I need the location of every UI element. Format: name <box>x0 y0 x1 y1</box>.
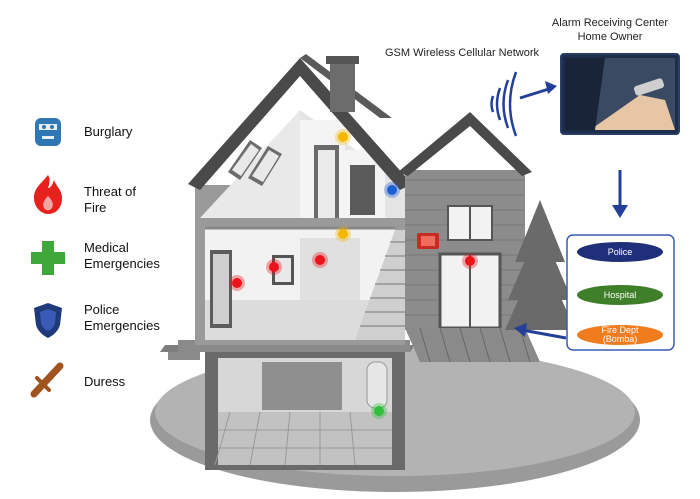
arrow-to-receiver <box>520 81 557 98</box>
service-police: Police <box>577 242 663 262</box>
police-badge-icon <box>34 303 62 338</box>
main-house <box>188 54 412 345</box>
fire-icon <box>34 175 62 214</box>
service-fire-dept: Fire Dept (Bomba) <box>577 325 663 345</box>
legend-label-police: Police Emergencies <box>84 302 160 334</box>
medical-cross-icon <box>31 241 65 275</box>
baton-icon <box>34 366 60 394</box>
receiver-label: Alarm Receiving Center Home Owner <box>535 16 685 44</box>
service-hospital: Hospital <box>577 285 663 305</box>
legend-label-duress: Duress <box>84 374 125 390</box>
arrow-down <box>612 170 628 218</box>
legend-label-medical: Medical Emergencies <box>84 240 160 272</box>
network-label: GSM Wireless Cellular Network <box>385 46 555 60</box>
burglar-mask-icon <box>35 118 61 146</box>
legend-label-fire: Threat of Fire <box>84 184 136 216</box>
signal-waves <box>492 72 517 136</box>
home-owner-image <box>561 54 679 134</box>
legend-label-burglary: Burglary <box>84 124 132 140</box>
